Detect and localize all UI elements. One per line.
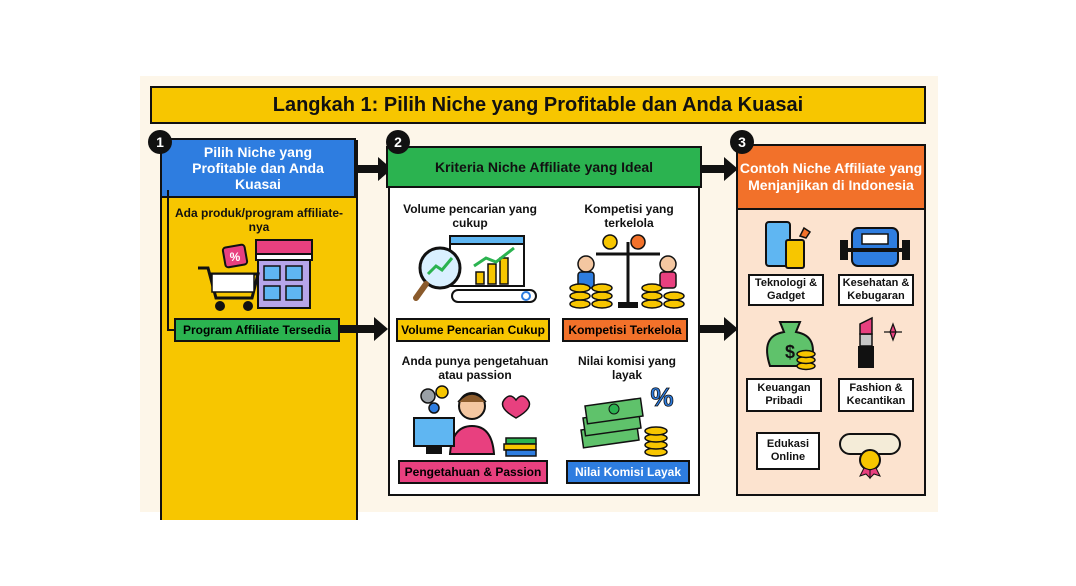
niche-example: Edukasi Online (756, 432, 820, 470)
dumbbell-scale-icon (840, 227, 910, 267)
step-3-badge: 3 (730, 130, 754, 154)
niche-example: Teknologi & Gadget (748, 274, 824, 306)
criterion-label: Kompetisi Terkelola (562, 318, 688, 342)
criterion-caption: Kompetisi yang terkelola (584, 202, 674, 230)
criterion-label: Nilai Komisi Layak (566, 460, 690, 484)
step-1-header: Pilih Niche yang Profitable dan Anda Kua… (160, 138, 356, 198)
svg-text:%: % (230, 250, 241, 264)
criterion-label: Pengetahuan & Passion (398, 460, 548, 484)
step-1-label: Program Affiliate Tersedia (174, 318, 340, 342)
arrow-right-icon (700, 157, 738, 181)
lipstick-icon (858, 316, 902, 368)
niche-example: Keuangan Pribadi (746, 378, 822, 412)
balance-scale-icon (569, 234, 685, 309)
svg-text:%: % (650, 382, 673, 412)
connector-arrow-icon (167, 190, 388, 341)
step-3-header: Contoh Niche Affiliate yang Menjanjikan … (736, 144, 926, 210)
arrow-right-icon (358, 157, 392, 181)
criterion-caption: Anda punya pengetahuan atau passion (401, 354, 549, 382)
person-laptop-icon (413, 385, 537, 457)
criterion-caption: Nilai komisi yang layak (577, 354, 677, 382)
page-title: Langkah 1: Pilih Niche yang Profitable d… (150, 86, 926, 124)
step-2-header: Kriteria Niche Affiliate yang Ideal (386, 146, 702, 188)
phone-gadget-icon (765, 221, 812, 269)
step-1-caption: Ada produk/program affiliate-nya (174, 206, 344, 234)
search-chart-icon (413, 235, 537, 303)
niche-example: Fashion & Kecantikan (838, 378, 914, 412)
criterion-caption: Volume pencarian yang cukup (403, 202, 537, 230)
shop-cart-icon: % (198, 239, 313, 311)
money-bag-icon: $ (766, 321, 816, 371)
money-percent-icon: % (580, 382, 674, 457)
arrow-right-icon (686, 317, 738, 341)
step-1-badge: 1 (148, 130, 172, 154)
step-2-badge: 2 (386, 130, 410, 154)
diploma-icon (839, 433, 901, 480)
niche-example: Kesehatan & Kebugaran (838, 274, 914, 306)
criterion-label: Volume Pencarian Cukup (396, 318, 550, 342)
svg-text:$: $ (785, 342, 795, 362)
